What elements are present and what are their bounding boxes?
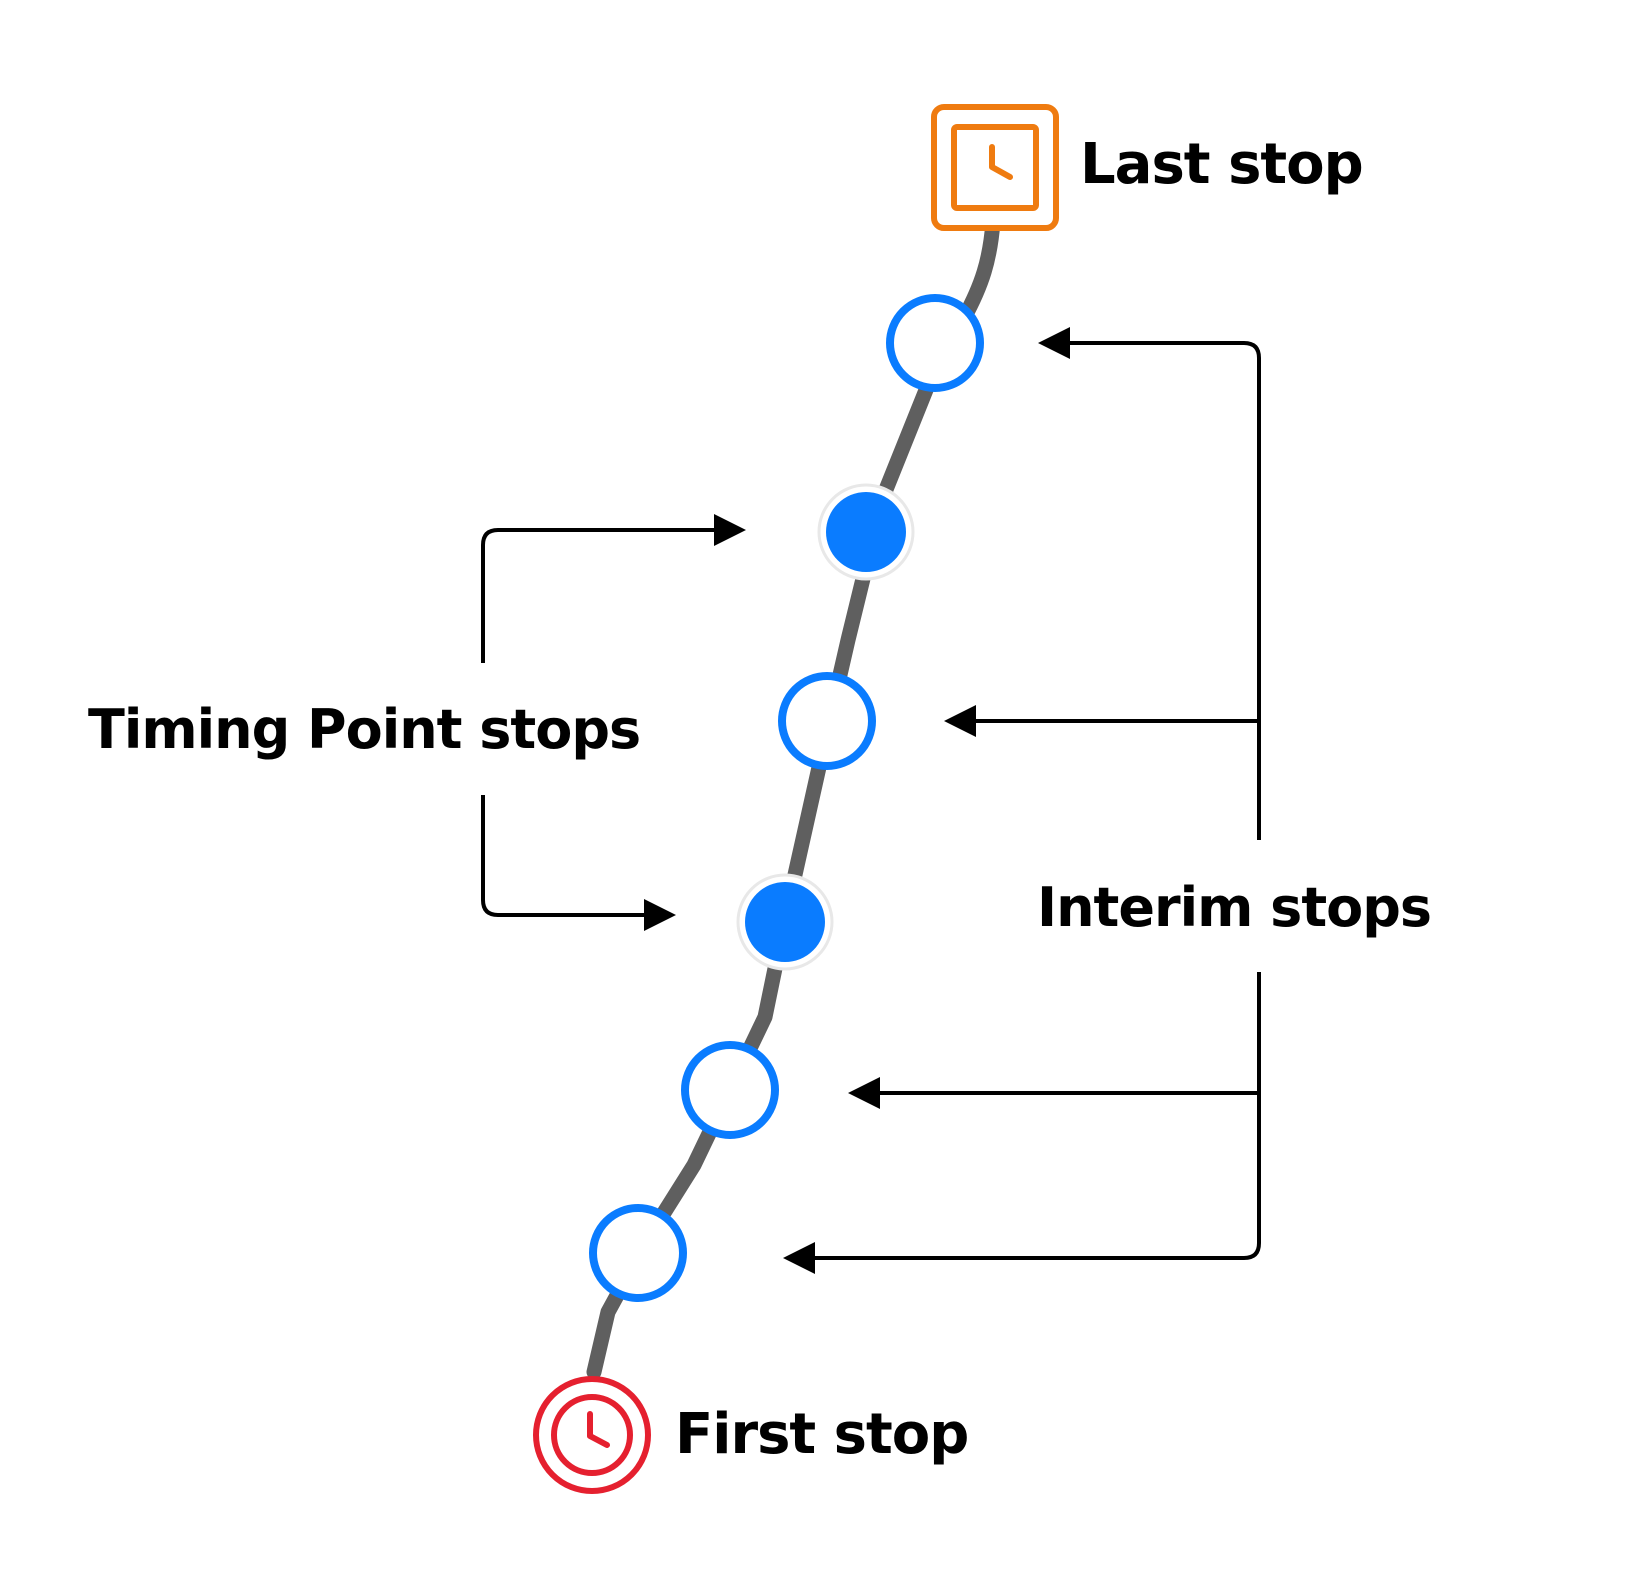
first-stop-marker <box>533 1376 651 1494</box>
interim-stop-1 <box>886 294 984 392</box>
arrow-head <box>848 1077 880 1109</box>
interim-stops-bracket <box>783 327 1261 1274</box>
first-stop-label: First stop <box>675 1402 968 1467</box>
interim-stop-3 <box>681 1041 779 1139</box>
timing-point-bracket <box>481 514 746 931</box>
interim-stops-label: Interim stops <box>1037 876 1431 939</box>
arrow-head <box>783 1242 815 1274</box>
timing-point-stop-1 <box>817 483 915 581</box>
arrow-head <box>1038 327 1070 359</box>
last-stop-marker <box>931 104 1059 231</box>
route-line <box>586 214 1001 1380</box>
clock-circle-icon <box>587 1411 610 1448</box>
arrow-head <box>944 705 976 737</box>
last-stop-label: Last stop <box>1080 132 1363 197</box>
interim-stop-2 <box>778 672 876 770</box>
interim-stop-4 <box>589 1204 687 1302</box>
timing-point-stop-2 <box>736 873 834 971</box>
arrow-head <box>644 899 676 931</box>
timing-point-stops-label: Timing Point stops <box>88 698 640 761</box>
arrow-head <box>714 514 746 546</box>
clock-square-icon <box>989 144 1013 180</box>
